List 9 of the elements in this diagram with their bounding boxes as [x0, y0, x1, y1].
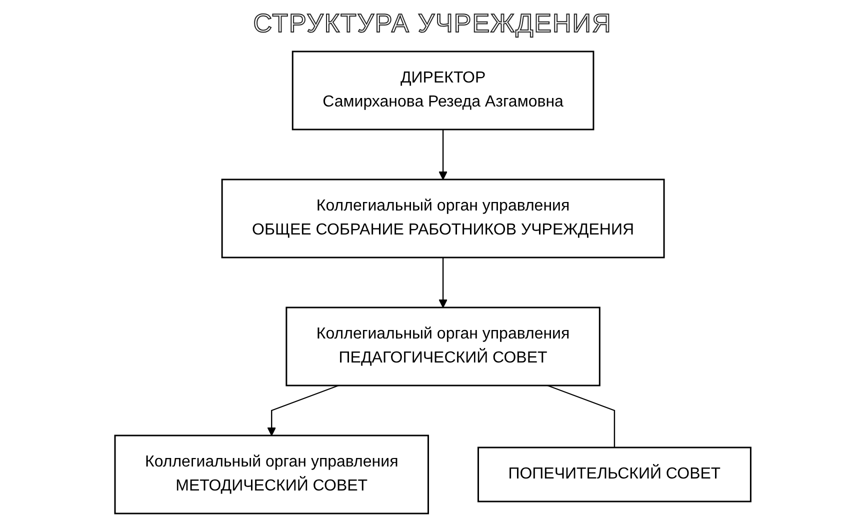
- arrow: [438, 258, 448, 308]
- node-box: Коллегиальный орган управления ОБЩЕЕ СОБРАНИЕ РАБОТНИКОВ УЧРЕЖДЕНИЯ: [220, 178, 664, 258]
- node-box: ПОПЕЧИТЕЛЬСКИЙ СОВЕТ: [477, 446, 752, 502]
- node-box: Коллегиальный орган управления МЕТОДИЧЕСКИЙ СОВЕТ: [114, 434, 429, 514]
- diagram-title: СТРУКТУРА УЧРЕЖДЕНИЯ: [253, 8, 612, 39]
- node-box: Коллегиальный орган управления ПЕДАГОГИЧЕСКИЙ СОВЕТ: [285, 306, 600, 386]
- arrow: [438, 130, 448, 180]
- node-box: ДИРЕКТОР Самирханова Резеда Азгамовна: [292, 50, 594, 130]
- arrow: [266, 384, 338, 436]
